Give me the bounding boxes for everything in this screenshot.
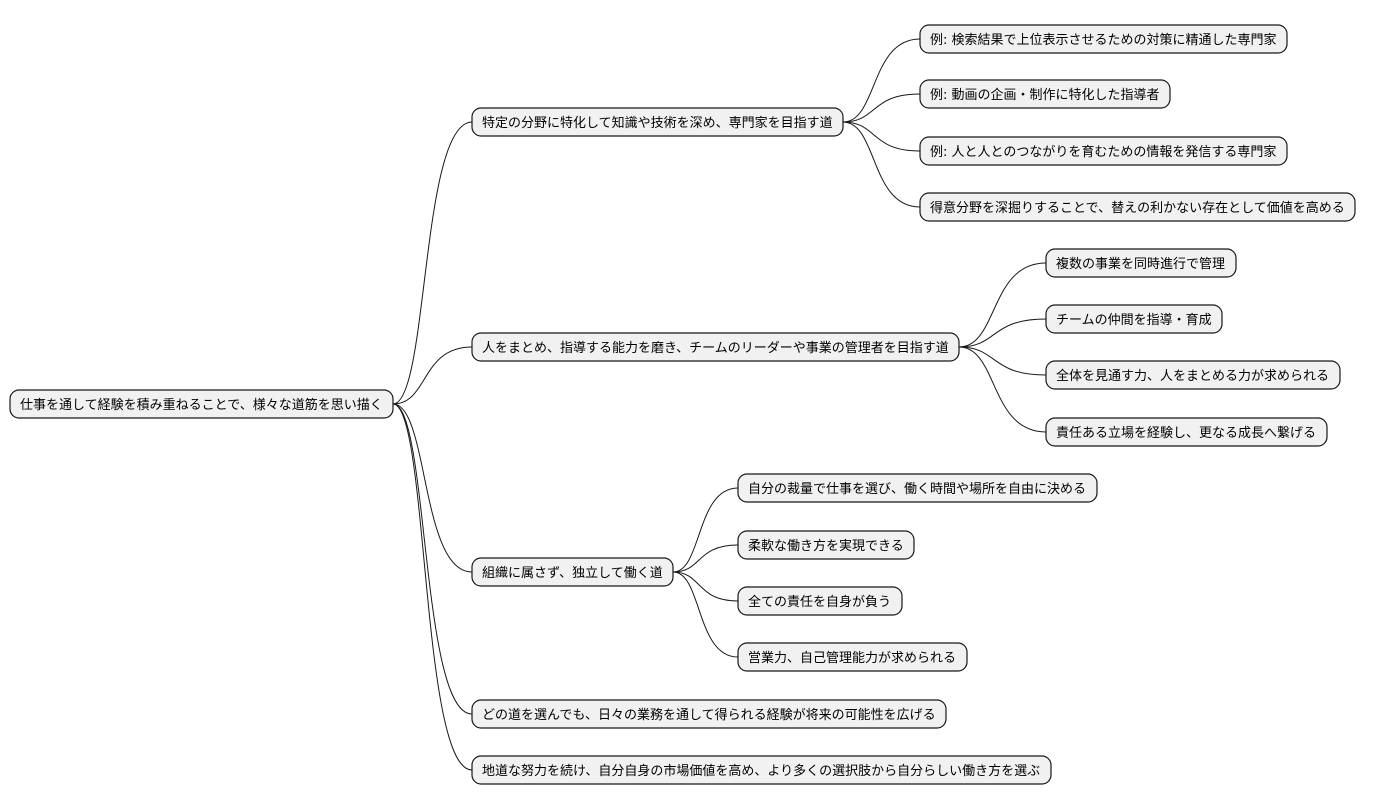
branch-node-box (471, 332, 960, 362)
leaf-node-box (1045, 304, 1223, 334)
leaf-node-box (1045, 417, 1328, 447)
connector-root-branch (392, 403, 473, 771)
branch-node-box (471, 557, 674, 587)
connector-branch-leaf (958, 318, 1047, 348)
branch-node-box (471, 107, 844, 137)
connector-branch-leaf (672, 487, 739, 573)
leaf-node-box (737, 642, 968, 672)
connector-root-branch (392, 403, 473, 715)
branch-node-label: 特定の分野に特化して知識や技術を深め、専門家を目指す道 (482, 115, 833, 131)
leaf-node: 例: 人と人とのつながりを育むための情報を発信する専門家 (919, 136, 1288, 166)
nodes: 仕事を通して経験を積み重ねることで、様々な道筋を思い描く 特定の分野に特化して知識… (9, 24, 1356, 785)
leaf-node-label: 全ての責任を自身が負う (748, 594, 891, 610)
connector-root-branch (392, 346, 473, 405)
leaf-node: 得意分野を深掘りすることで、替えの利かない存在として価値を高める (919, 192, 1356, 222)
connector-root-branch (392, 121, 473, 405)
connector-root-branch (392, 403, 473, 573)
connector-branch-leaf (958, 346, 1047, 433)
branch-node: どの道を選んでも、日々の業務を通して得られる経験が将来の可能性を広げる (471, 699, 947, 729)
leaf-node: 複数の事業を同時進行で管理 (1045, 248, 1237, 278)
leaf-node-label: 責任ある立場を経験し、更なる成長へ繋げる (1056, 425, 1316, 441)
branch-node: 特定の分野に特化して知識や技術を深め、専門家を目指す道 (471, 107, 844, 137)
leaf-node-label: 例: 人と人とのつながりを育むための情報を発信する専門家 (930, 144, 1276, 160)
leaf-node-label: 柔軟な働き方を実現できる (748, 538, 904, 554)
root-node-label: 仕事を通して経験を積み重ねることで、様々な道筋を思い描く (20, 397, 383, 413)
leaf-node: 柔軟な働き方を実現できる (737, 530, 915, 560)
leaf-node-label: 全体を見通す力、人をまとめる力が求められる (1056, 368, 1329, 384)
branch-node: 地道な努力を続け、自分自身の市場価値を高め、より多くの選択肢から自分らしい働き方… (471, 755, 1052, 785)
leaf-node-label: 営業力、自己管理能力が求められる (748, 650, 956, 666)
branch-node-box (471, 755, 1052, 785)
leaf-node: チームの仲間を指導・育成 (1045, 304, 1223, 334)
connector-branch-leaf (672, 544, 739, 573)
leaf-node-box (1045, 360, 1341, 390)
connector-branch-leaf (842, 121, 921, 152)
branch-node: 組織に属さず、独立して働く道 (471, 557, 674, 587)
leaf-node-box (919, 79, 1171, 109)
leaf-node-label: 得意分野を深掘りすることで、替えの利かない存在として価値を高める (930, 200, 1345, 216)
branch-node-label: 人をまとめ、指導する能力を磨き、チームのリーダーや事業の管理者を目指す道 (482, 340, 949, 356)
root-node-box (9, 389, 394, 419)
leaf-node: 例: 動画の企画・制作に特化した指導者 (919, 79, 1171, 109)
branch-node-box (471, 699, 947, 729)
branch-node-label: どの道を選んでも、日々の業務を通して得られる経験が将来の可能性を広げる (482, 707, 936, 723)
leaf-node-box (737, 586, 903, 616)
connectors (392, 38, 1047, 771)
branch-node-label: 組織に属さず、独立して働く道 (482, 566, 663, 581)
branch-node: 人をまとめ、指導する能力を磨き、チームのリーダーや事業の管理者を目指す道 (471, 332, 960, 362)
leaf-node-box (919, 192, 1356, 222)
leaf-node: 全ての責任を自身が負う (737, 586, 903, 616)
leaf-node-box (1045, 248, 1237, 278)
connector-branch-leaf (958, 262, 1047, 348)
connector-branch-leaf (672, 571, 739, 658)
root-node: 仕事を通して経験を積み重ねることで、様々な道筋を思い描く (9, 389, 394, 419)
leaf-node-label: チームの仲間を指導・育成 (1056, 312, 1212, 328)
leaf-node-label: 例: 動画の企画・制作に特化した指導者 (930, 87, 1160, 103)
connector-branch-leaf (842, 93, 921, 123)
leaf-node-box (919, 136, 1288, 166)
leaf-node-label: 例: 検索結果で上位表示させるための対策に精通した専門家 (930, 32, 1277, 48)
leaf-node-box (737, 530, 915, 560)
leaf-node-label: 複数の事業を同時進行で管理 (1056, 256, 1225, 272)
leaf-node-box (737, 473, 1098, 503)
connector-branch-leaf (842, 38, 921, 123)
leaf-node-label: 自分の裁量で仕事を選び、働く時間や場所を自由に決める (748, 481, 1086, 497)
leaf-node: 自分の裁量で仕事を選び、働く時間や場所を自由に決める (737, 473, 1098, 503)
connector-branch-leaf (958, 346, 1047, 376)
branch-node-label: 地道な努力を続け、自分自身の市場価値を高め、より多くの選択肢から自分らしい働き方… (482, 763, 1040, 779)
leaf-node: 全体を見通す力、人をまとめる力が求められる (1045, 360, 1341, 390)
leaf-node-box (919, 24, 1288, 54)
connector-branch-leaf (672, 571, 739, 602)
leaf-node: 例: 検索結果で上位表示させるための対策に精通した専門家 (919, 24, 1288, 54)
connector-branch-leaf (842, 121, 921, 208)
leaf-node: 責任ある立場を経験し、更なる成長へ繋げる (1045, 417, 1328, 447)
leaf-node: 営業力、自己管理能力が求められる (737, 642, 968, 672)
